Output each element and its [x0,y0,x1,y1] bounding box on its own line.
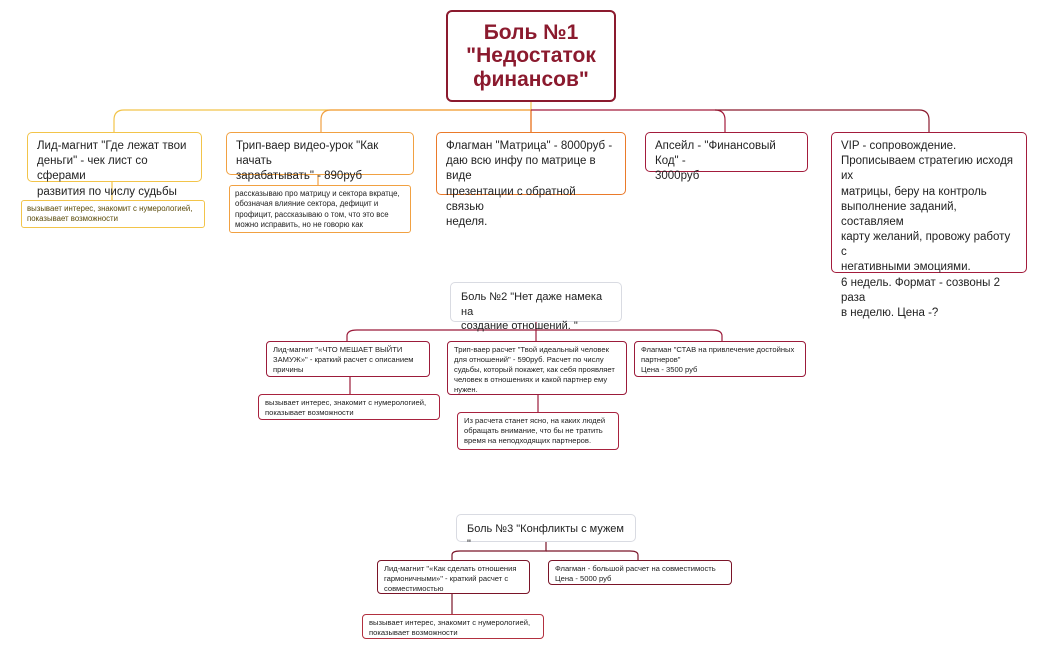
pain2-lead-note[interactable]: вызывает интерес, знакомит с нумерологие… [258,394,440,420]
pain1-tripwire[interactable]: Трип-ваер видео-урок "Как начать зарабат… [226,132,414,182]
pain1-flagship[interactable]: Флагман "Матрица" - 8000руб - даю всю ин… [436,132,626,228]
pain2-lead-magnet[interactable]: Лид-магнит "«ЧТО МЕШАЕТ ВЫЙТИ ЗАМУЖ»" - … [266,341,430,377]
edge-p2-flagship [536,329,723,341]
edge-root-lead [113,102,532,140]
pain2-tripwire[interactable]: Трип-ваер расчет "Твой идеальный человек… [447,341,627,395]
pain2-tripwire-note[interactable]: Из расчета станет ясно, на каких людей о… [457,412,619,450]
pain3-title[interactable]: Боль №3 "Конфликты с мужем " [456,514,636,550]
pain1-title[interactable]: Боль №1 "Недостаток финансов" [446,10,616,102]
edge-p2-root [346,322,537,341]
pain1-vip[interactable]: VIP - сопровождение. Прописываем стратег… [831,132,1027,319]
edge-root-upsell [531,109,726,132]
edge-root-vip [715,109,930,132]
pain3-lead-note[interactable]: вызывает интерес, знакомит с нумерологие… [362,614,544,639]
pain2-flagship[interactable]: Флагман "СТАВ на привлечение достойных п… [634,341,806,377]
pain2-title[interactable]: Боль №2 "Нет даже намека на создание отн… [450,282,622,332]
pain1-tripwire-note[interactable]: рассказываю про матрицу и сектора вкратц… [229,185,411,233]
pain1-upsell[interactable]: Апсейл - "Финансовый Код" - 3000руб [645,132,808,182]
pain1-lead-note[interactable]: вызывает интерес, знакомит с нумерологие… [21,200,205,228]
edge-p3-root [451,542,547,560]
edge-root-tripwire [320,109,531,132]
pain3-flagship[interactable]: Флагман - большой расчет на совместимост… [548,560,732,585]
edge-p3-flagship [546,550,639,560]
pain1-lead-magnet[interactable]: Лид-магнит "Где лежат твои деньги" - чек… [27,132,202,198]
pain3-lead-magnet[interactable]: Лид-магнит "«Как сделать отношения гармо… [377,560,530,594]
